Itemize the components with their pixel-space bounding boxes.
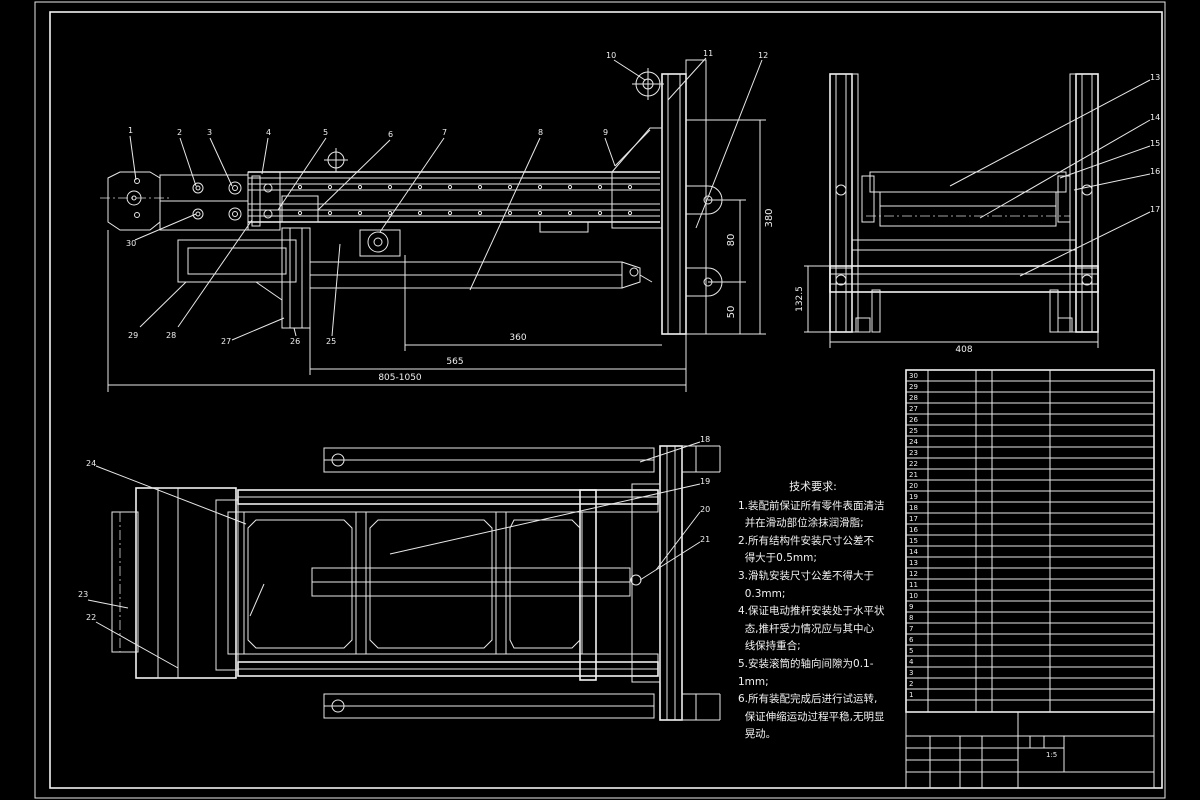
balloon-20: 20 (700, 505, 710, 514)
dim-50: 50 (726, 306, 737, 319)
title-scale: 1:5 (1046, 751, 1057, 759)
bom-cell-no: 11 (909, 581, 918, 589)
bom-cell-no: 5 (909, 647, 913, 655)
bom-cell-no: 14 (909, 548, 918, 556)
balloon-8: 8 (538, 128, 543, 137)
balloon-11: 11 (703, 49, 713, 58)
bom-cell-no: 10 (909, 592, 918, 600)
balloon-4: 4 (266, 128, 271, 137)
bom-cell-no: 22 (909, 460, 918, 468)
balloon-14: 14 (1150, 113, 1160, 122)
balloon-10: 10 (606, 51, 616, 60)
dim-565: 565 (446, 357, 463, 367)
balloon-28: 28 (166, 331, 176, 340)
bom-cell-no: 20 (909, 482, 918, 490)
bom-cell-no: 12 (909, 570, 918, 578)
balloon-9: 9 (603, 128, 608, 137)
balloon-12: 12 (758, 51, 768, 60)
balloon-25: 25 (326, 337, 336, 346)
note-5: 5.安装滚筒的轴向间隙为0.1-1mm; (738, 657, 874, 688)
note-4: 4.保证电动推杆安装处于水平状 态,推杆受力情况应与其中心 线保持重合; (738, 605, 885, 653)
bom-cell-no: 3 (909, 669, 913, 677)
balloon-2: 2 (177, 128, 182, 137)
bom-cell-no: 21 (909, 471, 918, 479)
top-view (87, 441, 721, 721)
bom-cell-no: 25 (909, 427, 918, 435)
notes-title: 技术要求: (789, 480, 837, 493)
bom-cell-no: 7 (909, 625, 913, 633)
bom-cell-no: 30 (909, 372, 918, 380)
bom-frame (905, 369, 1155, 713)
dim-80: 80 (726, 234, 737, 247)
rail-holes (297, 184, 633, 216)
bom-cell-no: 27 (909, 405, 918, 413)
bom-cell-no: 8 (909, 614, 913, 622)
balloon-19: 19 (700, 477, 710, 486)
balloon-22: 22 (86, 613, 96, 622)
bom-cell-no: 6 (909, 636, 914, 644)
note-1: 1.装配前保证所有零件表面清洁 并在滑动部位涂抹润滑脂; (738, 499, 885, 530)
balloon-5: 5 (323, 128, 328, 137)
note-3: 3.滑轨安装尺寸公差不得大于 0.3mm; (738, 569, 875, 600)
dim-380: 380 (764, 208, 775, 227)
outer-border (34, 1, 1166, 799)
dim-408: 408 (955, 345, 972, 355)
side-view (829, 73, 1151, 333)
bom-cell-no: 13 (909, 559, 918, 567)
front-view-balloons (129, 57, 763, 341)
bom-cell-no: 2 (909, 680, 913, 688)
bom-cell-no: 24 (909, 438, 918, 446)
balloon-29: 29 (128, 331, 138, 340)
title-block: 1:5 (905, 711, 1155, 789)
balloon-16: 16 (1150, 167, 1160, 176)
inner-border (49, 11, 1163, 789)
note-6: 6.所有装配完成后进行试运转, 保证伸缩运动过程平稳,无明显 晃动。 (738, 693, 885, 741)
front-view (100, 59, 723, 335)
balloon-3: 3 (207, 128, 212, 137)
balloon-1: 1 (128, 126, 133, 135)
balloon-21: 21 (700, 535, 710, 544)
balloon-24: 24 (86, 459, 96, 468)
technical-requirements: 技术要求: 1.装配前保证所有零件表面清洁 并在滑动部位涂抹润滑脂; 2.所有结… (738, 478, 888, 744)
dim-805-1050: 805-1050 (378, 373, 422, 383)
bom-cell-no: 17 (909, 515, 918, 523)
balloon-27: 27 (221, 337, 231, 346)
bom-cell-no: 26 (909, 416, 918, 424)
bom-cell-no: 29 (909, 383, 918, 391)
balloon-23: 23 (78, 590, 88, 599)
bom-cell-no: 1 (909, 691, 913, 699)
dim-360: 360 (509, 333, 526, 343)
side-view-dimensions: 408 132.5 (795, 265, 1099, 355)
front-view-balloon-labels: 1 2 3 4 5 6 7 8 9 10 11 12 30 29 28 27 2… (126, 49, 768, 346)
front-view-dimensions: 805-1050 565 360 380 80 50 (107, 119, 775, 392)
balloon-26: 26 (290, 337, 300, 346)
dim-132-5: 132.5 (795, 286, 805, 312)
bom-cell-no: 9 (909, 603, 913, 611)
bom-cell-no: 18 (909, 504, 918, 512)
side-view-labels: 13 14 15 16 17 (1150, 73, 1160, 214)
bom-table: 3029282726252423222120191817161514131211… (905, 369, 1155, 713)
balloon-30: 30 (126, 239, 136, 248)
bom-cell-no: 4 (909, 658, 914, 666)
bom-cell-no: 23 (909, 449, 918, 457)
note-2: 2.所有结构件安装尺寸公差不 得大于0.5mm; (738, 534, 875, 565)
balloon-15: 15 (1150, 139, 1160, 148)
balloon-6: 6 (388, 130, 393, 139)
balloon-13: 13 (1150, 73, 1160, 82)
bom-cell-no: 15 (909, 537, 918, 545)
top-view-labels: 24 23 22 18 19 20 21 (78, 435, 710, 622)
bom-cell-no: 16 (909, 526, 918, 534)
bom-cell-no: 28 (909, 394, 918, 402)
balloon-18: 18 (700, 435, 710, 444)
bom-cell-no: 19 (909, 493, 918, 501)
balloon-17: 17 (1150, 205, 1160, 214)
balloon-7: 7 (442, 128, 447, 137)
